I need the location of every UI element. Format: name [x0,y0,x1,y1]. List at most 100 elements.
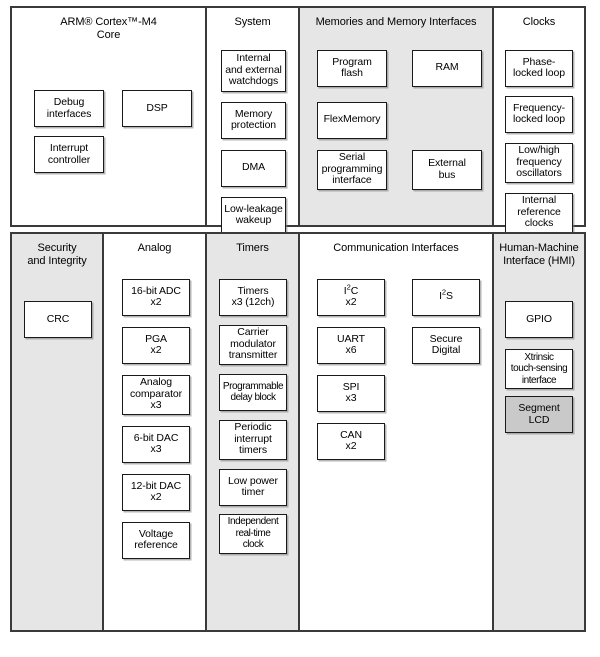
block-label: CAN x2 [340,428,362,452]
block-voltage-reference[interactable]: Voltage reference [122,521,190,559]
block-dsp[interactable]: DSP [122,90,192,127]
block-label: Internal reference clocks [517,194,561,230]
block-dma[interactable]: DMA [221,149,286,187]
panel-title-memories: Memories and Memory Interfaces [315,16,477,28]
diagram-row-bottom: Security and Integrity CRC Analog 16-bit… [10,232,586,632]
block-label: Segment LCD [518,402,560,426]
block-label: Periodic interrupt timers [234,421,272,457]
block-label: Interrupt controller [47,142,91,166]
block-external-bus[interactable]: External bus [412,149,482,190]
block-label: 12-bit DAC x2 [130,479,182,503]
block-crc[interactable]: CRC [24,301,92,338]
block-i2s[interactable]: I2S [412,278,480,316]
block-carrier-modulator-transmitter[interactable]: Carrier modulator transmitter [219,324,287,365]
block-low-leakage-wakeup[interactable]: Low-leakage wakeup [221,196,286,234]
block-periodic-interrupt-timers[interactable]: Periodic interrupt timers [219,419,287,460]
block-label: Analog comparator x3 [129,376,183,412]
block-timers-x3-12ch[interactable]: Timers x3 (12ch) [219,278,287,316]
block-label: PGA x2 [145,332,167,356]
blocks-analog: 16-bit ADC x2 PGA x2 Analog comparator x3 6… [104,255,205,645]
block-interrupt-controller[interactable]: Interrupt controller [34,136,104,173]
block-label: 6-bit DAC x3 [133,431,179,455]
block-6-bit-dac-x3[interactable]: 6-bit DAC x3 [122,425,190,463]
block-low-power-timer[interactable]: Low power timer [219,468,287,506]
panel-title-security: Security and Integrity [27,242,87,267]
blocks-core: Debug interfaces DSP Interrupt controller [12,41,205,252]
block-label: Serial programming interface [321,151,383,187]
block-label: Carrier modulator transmitter [228,326,278,362]
block-label: Debug interfaces [46,96,92,120]
block-segment-lcd[interactable]: Segment LCD [505,396,573,433]
block-label: DMA [241,161,266,174]
block-label: Internal and external watchdogs [225,52,282,88]
block-label: Voltage reference [134,527,178,551]
block-low-high-frequency-oscillators[interactable]: Low/high frequency oscillators [505,142,573,183]
block-uart-x6[interactable]: UART x6 [317,326,385,364]
block-xtrinsic-touch-sensing-interface[interactable]: Xtrinsic touch-sensing interface [505,349,573,389]
block-16-bit-adc-x2[interactable]: 16-bit ADC x2 [122,278,190,316]
block-label: CRC [46,312,70,325]
block-label: Xtrinsic touch-sensing interface [510,351,568,386]
block-spi-x3[interactable]: SPI x3 [317,374,385,412]
block-gpio[interactable]: GPIO [505,301,573,338]
block-program-flash[interactable]: Program flash [317,49,387,87]
block-label: 16-bit ADC x2 [131,284,181,308]
block-label: Memory protection [230,107,277,131]
block-analog-comparator-x3[interactable]: Analog comparator x3 [122,374,190,415]
block-label: Secure Digital [429,332,463,356]
block-12-bit-dac-x2[interactable]: 12-bit DAC x2 [122,473,190,511]
block-serial-programming-interface[interactable]: Serial programming interface [317,149,387,190]
block-label: RAM [435,61,459,74]
block-memory-protection[interactable]: Memory protection [221,101,286,139]
block-label: I2S [439,287,453,303]
block-label: Phase- locked loop [512,55,566,79]
block-secure-digital[interactable]: Secure Digital [412,326,480,364]
block-label: Independent real-time clock [227,516,279,551]
blocks-timers: Timers x3 (12ch) Carrier modulator transm… [207,255,298,645]
block-debug-interfaces[interactable]: Debug interfaces [34,90,104,127]
block-label: Frequency- locked loop [512,101,566,125]
block-label: UART x6 [337,332,365,356]
panel-security-and-integrity[interactable]: Security and Integrity CRC [12,234,104,630]
panel-title-timers: Timers [236,242,269,254]
block-ram[interactable]: RAM [412,49,482,87]
block-can-x2[interactable]: CAN x2 [317,422,385,460]
block-label: Low-leakage wakeup [224,202,283,226]
block-label: DSP [146,101,168,114]
block-label: Program flash [332,55,372,79]
block-frequency-locked-loop[interactable]: Frequency- locked loop [505,95,573,133]
block-independent-real-time-clock[interactable]: Independent real-time clock [219,513,287,554]
panel-title-communication: Communication Interfaces [333,242,459,254]
blocks-security: CRC [12,267,102,657]
block-label: Low/high frequency oscillators [516,144,562,180]
panel-timers[interactable]: Timers Timers x3 (12ch) Carrier modulator… [207,234,300,630]
panel-memories-and-memory-interfaces[interactable]: Memories and Memory Interfaces Program f… [300,8,494,225]
panel-analog[interactable]: Analog 16-bit ADC x2 PGA x2 Analog compara… [104,234,207,630]
block-label: External bus [428,157,466,181]
block-phase-locked-loop[interactable]: Phase- locked loop [505,49,573,87]
block-internal-reference-clocks[interactable]: Internal reference clocks [505,192,573,233]
block-label: SPI x3 [342,380,360,404]
panel-title-analog: Analog [137,242,172,254]
block-flexmemory[interactable]: FlexMemory [317,101,387,139]
block-label: Timers x3 (12ch) [231,284,275,308]
block-label: GPIO [526,312,552,325]
block-programmable-delay-block[interactable]: Programmable delay block [219,373,287,411]
block-pga-x2[interactable]: PGA x2 [122,326,190,364]
block-internal-and-external-watchdogs[interactable]: Internal and external watchdogs [221,49,286,92]
